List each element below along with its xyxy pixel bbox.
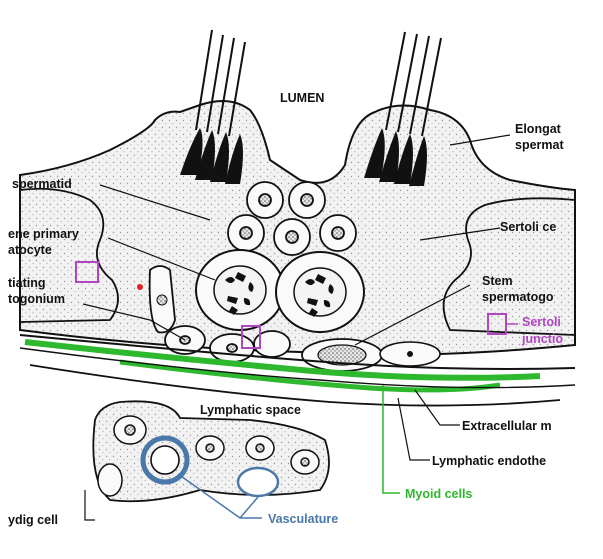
elongate-spermatid-heads-left (180, 128, 243, 184)
label-primary-2: atocyte (8, 243, 52, 257)
sperm-tails-left (195, 29, 246, 137)
label-primary-1: ene primary (8, 227, 79, 241)
primary-spermatocytes (195, 249, 365, 333)
blood-vessel-outer (140, 435, 190, 485)
basement-membrane (19, 334, 576, 370)
extracellular-matrix-line (19, 347, 576, 389)
elongate-spermatid-heads-right (364, 128, 427, 186)
label-diff-1: tiating (8, 276, 46, 290)
myoid-layer (24, 339, 541, 381)
red-marker-dot (137, 284, 143, 290)
label-stem-1: Stem (482, 274, 513, 288)
label-vasculature: Vasculature (268, 512, 338, 526)
leader-lines (82, 134, 511, 521)
leydig-cells (97, 415, 320, 497)
label-stem-2: spermatogo (482, 290, 554, 304)
label-sertoli-cell: Sertoli ce (500, 220, 556, 234)
junction-box-left (75, 261, 99, 283)
label-sertoli-junction-2: junctio (521, 332, 563, 346)
myoid-layer-2 (119, 359, 501, 393)
label-sertoli-junction-1: Sertoli (522, 315, 561, 329)
label-spermatid: spermatid (12, 177, 72, 191)
myoid-leader (382, 385, 400, 494)
sertoli-nucleolus (407, 351, 413, 357)
label-elongate-1: Elongat (515, 122, 562, 136)
blood-vessel-inner (150, 445, 180, 475)
label-myoid: Myoid cells (405, 487, 472, 501)
lymph-vessel (236, 466, 280, 498)
sertoli-right-lobe (442, 197, 576, 336)
stem-nucleus (317, 344, 367, 366)
label-extracellular: Extracellular m (462, 419, 552, 433)
sperm-tails-right (385, 31, 442, 137)
label-leydig: ydig cell (8, 513, 58, 527)
label-elongate-2: spermat (515, 138, 564, 152)
label-lymphatic-endo: Lymphatic endothe (432, 454, 546, 468)
lymphatic-endothelium-line (29, 364, 561, 407)
label-lymphatic-space: Lymphatic space (200, 403, 301, 417)
round-spermatids (227, 181, 357, 256)
sertoli-left-lobe (19, 187, 119, 323)
chromosomes (225, 272, 334, 317)
junction-box-center (241, 325, 261, 349)
label-lumen: LUMEN (280, 91, 324, 105)
vasculature-leader (177, 473, 262, 519)
label-diff-2: togonium (8, 292, 65, 306)
differentiating-nucleus (156, 294, 168, 306)
